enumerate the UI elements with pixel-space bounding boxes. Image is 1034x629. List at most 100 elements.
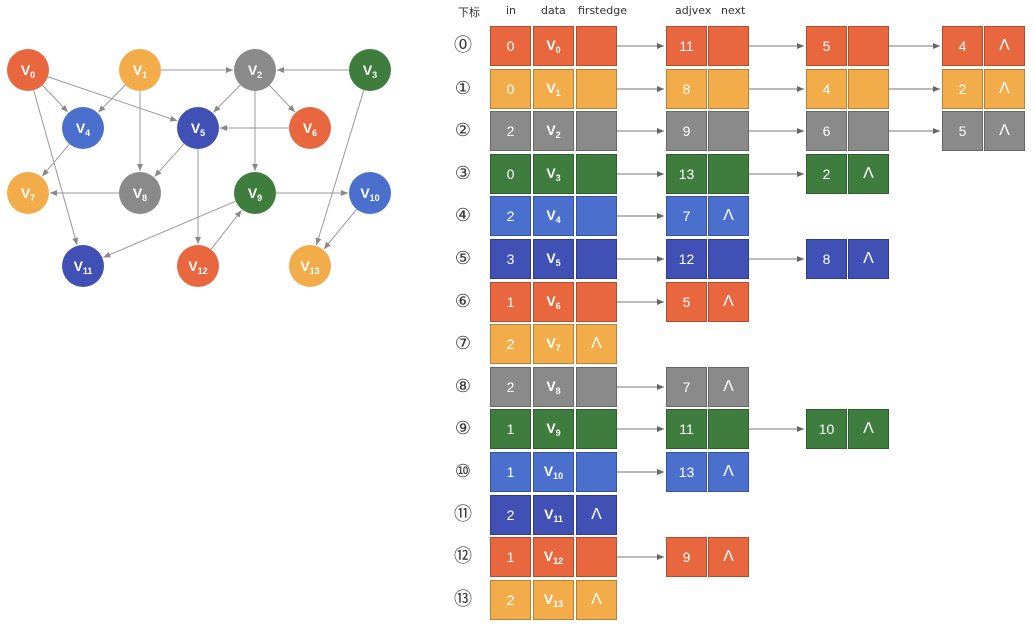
- graph-node-v13: V13: [289, 245, 331, 287]
- adjvex-cell: 4: [942, 26, 983, 66]
- graph-node-label: V11: [74, 258, 93, 276]
- next-cell: [708, 69, 749, 109]
- vertex-subscript: 6: [555, 301, 561, 311]
- vertex-data-cell: V3: [533, 154, 574, 194]
- row-index: ②: [452, 120, 474, 142]
- graph-node-circle: [62, 107, 104, 149]
- firstedge-cell: Λ: [576, 324, 617, 364]
- null-pointer: Λ: [723, 463, 734, 480]
- next-cell: Λ: [708, 282, 749, 322]
- in-degree-cell: 2: [490, 196, 531, 236]
- graph-node-v11: V11: [62, 245, 104, 287]
- vertex-name: V13: [543, 591, 564, 609]
- adjvex-value: 13: [678, 166, 695, 182]
- adjvex-value: 9: [682, 123, 691, 139]
- row-index: ⑧: [452, 376, 474, 398]
- adjvex-value: 4: [822, 81, 831, 97]
- graph-node-label: V6: [303, 120, 317, 138]
- graph-node-circle: [349, 172, 391, 214]
- adjvex-cell: 8: [806, 239, 847, 279]
- row-index: ⓪: [452, 35, 474, 57]
- graph-edge-2-6: [269, 84, 296, 113]
- firstedge-cell: [576, 154, 617, 194]
- null-pointer: Λ: [591, 506, 602, 523]
- vertex-data-cell: V2: [533, 111, 574, 151]
- adjvex-cell: 13: [666, 452, 707, 492]
- in-degree-value: 0: [506, 166, 515, 182]
- graph-node-v3: V3: [349, 49, 391, 91]
- in-degree-value: 3: [506, 251, 515, 267]
- vertex-data-cell: V11: [533, 495, 574, 535]
- firstedge-cell: [576, 239, 617, 279]
- row-index: ④: [452, 205, 474, 227]
- vertex-data-cell: V4: [533, 196, 574, 236]
- next-cell: [708, 154, 749, 194]
- row-index: ⑪: [452, 504, 474, 526]
- header-data: data: [541, 4, 566, 17]
- graph-edge-3-13: [315, 89, 365, 246]
- graph-edge-0-4: [42, 84, 69, 113]
- graph-edge-1-4: [98, 84, 126, 113]
- in-degree-cell: 1: [490, 409, 531, 449]
- in-degree-value: 1: [506, 549, 515, 565]
- next-cell: Λ: [848, 239, 889, 279]
- vertex-name: V8: [546, 378, 561, 396]
- adjvex-cell: 7: [666, 367, 707, 407]
- adjvex-cell: 4: [806, 69, 847, 109]
- row-index: ③: [452, 163, 474, 185]
- null-pointer: Λ: [723, 378, 734, 395]
- adjvex-cell: 11: [666, 26, 707, 66]
- graph-node-v7: V7: [7, 172, 49, 214]
- in-degree-cell: 0: [490, 69, 531, 109]
- graph-node-label: V13: [300, 258, 319, 276]
- vertex-data-cell: V9: [533, 409, 574, 449]
- adjvex-cell: 2: [806, 154, 847, 194]
- in-degree-value: 2: [506, 379, 515, 395]
- vertex-name: V4: [546, 207, 561, 225]
- vertex-name: V10: [543, 463, 564, 481]
- row-index: ①: [452, 78, 474, 100]
- header-index: 下标: [458, 6, 480, 19]
- vertex-name: V12: [543, 548, 564, 566]
- next-cell: [708, 239, 749, 279]
- in-degree-value: 2: [506, 336, 515, 352]
- graph-edge-12-9: [210, 210, 242, 250]
- adjvex-cell: 5: [942, 111, 983, 151]
- adjvex-cell: 12: [666, 239, 707, 279]
- in-degree-cell: 2: [490, 111, 531, 151]
- vertex-name: V11: [544, 506, 563, 524]
- row-index: ⑩: [452, 461, 474, 483]
- next-cell: Λ: [708, 452, 749, 492]
- next-cell: Λ: [984, 69, 1025, 109]
- graph-node-circle: [7, 172, 49, 214]
- vertex-subscript: 1: [555, 88, 561, 98]
- next-cell: [708, 111, 749, 151]
- in-degree-value: 2: [506, 507, 515, 523]
- row-index: ⑬: [452, 589, 474, 611]
- null-pointer: Λ: [591, 591, 602, 608]
- null-pointer: Λ: [863, 250, 874, 267]
- in-degree-cell: 3: [490, 239, 531, 279]
- graph-node-label: V10: [360, 185, 379, 203]
- graph-edge-10-13: [323, 208, 358, 250]
- adjvex-cell: 9: [666, 537, 707, 577]
- vertex-subscript: 13: [553, 599, 564, 609]
- vertex-name: V6: [546, 293, 561, 311]
- graph-node-label: V9: [248, 185, 262, 203]
- vertex-data-cell: V5: [533, 239, 574, 279]
- header-adjvex: adjvex: [675, 4, 712, 17]
- vertex-subscript: 8: [555, 386, 561, 396]
- in-degree-value: 1: [506, 421, 515, 437]
- next-cell: [848, 26, 889, 66]
- vertex-subscript: 9: [555, 428, 561, 438]
- firstedge-cell: Λ: [576, 495, 617, 535]
- graph-node-v12: V12: [177, 245, 219, 287]
- adjvex-cell: 9: [666, 111, 707, 151]
- in-degree-cell: 2: [490, 580, 531, 620]
- vertex-subscript: 4: [555, 215, 561, 225]
- graph-node-v2: V2: [234, 49, 276, 91]
- graph-node-label: V12: [188, 258, 207, 276]
- graph-edge-0-11: [33, 90, 79, 245]
- graph-node-circle: [119, 49, 161, 91]
- graph-node-v10: V10: [349, 172, 391, 214]
